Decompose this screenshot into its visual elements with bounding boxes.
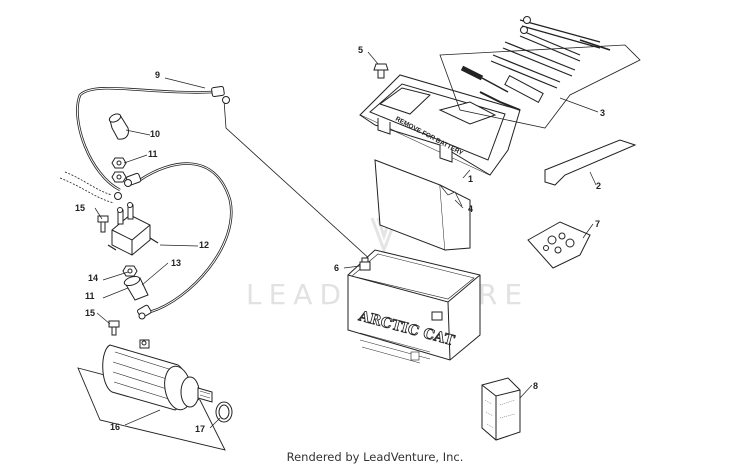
callout-11-top: 11: [148, 149, 158, 159]
part-2-strap: [544, 139, 637, 186]
callout-4: 4: [468, 204, 473, 214]
callout-6: 6: [334, 263, 339, 273]
part-15-screw-bottom: [108, 320, 120, 336]
callout-3: 3: [600, 108, 605, 118]
part-16-starter-motor: [77, 339, 226, 451]
callout-1: 1: [468, 174, 473, 184]
part-battery: ARCTIC CAT: [347, 249, 481, 364]
part-13-boot: [123, 275, 149, 301]
part-4-bracket: [374, 159, 471, 251]
callout-15-bottom: 15: [85, 308, 95, 318]
callouts: 9 10 11 15 12 13 14 11 15 16 17 5 3 2 1 …: [75, 45, 605, 434]
callout-7: 7: [595, 219, 600, 229]
part-10-terminal-boot: [108, 113, 129, 140]
part-17-o-ring-inner: [218, 404, 230, 420]
callout-2: 2: [596, 181, 601, 191]
callout-12: 12: [199, 240, 209, 250]
part-14-solenoid: [107, 202, 159, 256]
callout-16: 16: [110, 422, 120, 432]
part-15-screw-top: [97, 215, 109, 233]
callout-5: 5: [358, 45, 363, 55]
callout-11-middle: 11: [85, 291, 95, 301]
part-3-tool-kit: [439, 16, 641, 129]
callout-10: 10: [150, 129, 160, 139]
part-11-nuts-top: [111, 157, 127, 183]
callout-14: 14: [88, 273, 98, 283]
callout-15-top: 15: [75, 203, 85, 213]
lead-eyelet: [114, 192, 122, 200]
part-9-negative-cable: [76, 85, 230, 192]
part-7-hardware-kit: [527, 221, 591, 269]
leader-cable-to-battery: [223, 99, 374, 263]
leader-lines: [94, 51, 599, 429]
part-5-screw: [373, 63, 389, 79]
part-1-battery-cover: REMOVE FOR BATTERY: [359, 74, 521, 176]
callout-17: 17: [195, 424, 205, 434]
part-8-foam-pad: [481, 377, 521, 441]
part-11-nut-middle: [122, 265, 138, 277]
lead-wire-a: [64, 171, 113, 196]
callout-13: 13: [171, 258, 181, 268]
callout-8: 8: [533, 381, 538, 391]
part-12-positive-cable: [124, 162, 233, 320]
callout-9: 9: [155, 70, 160, 80]
footer-credit: Rendered by LeadVenture, Inc.: [286, 450, 464, 464]
lead-wire-b: [59, 177, 115, 204]
